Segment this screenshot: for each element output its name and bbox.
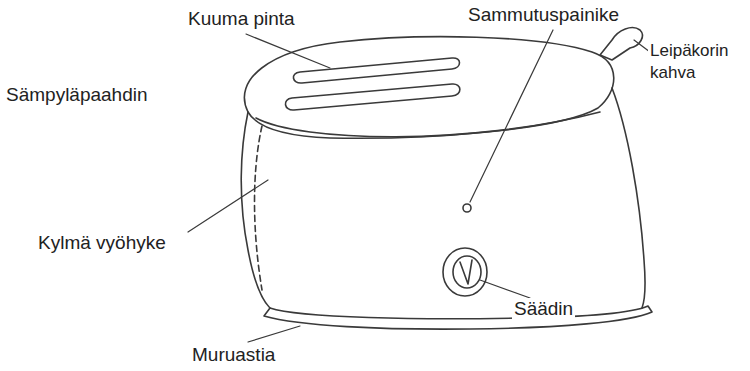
- part-label: Kuuma pinta: [186, 8, 297, 30]
- top-rim: [256, 112, 600, 137]
- part-label: Sammutuspainike: [466, 4, 621, 26]
- leader-line: [248, 326, 300, 342]
- bread-slot: [285, 84, 459, 110]
- cold-zone-seam: [255, 126, 263, 290]
- housing: [241, 112, 270, 308]
- part-label: Säädin: [512, 298, 575, 320]
- leader-line: [246, 34, 330, 68]
- lever: [600, 28, 642, 60]
- cancel-button: [463, 204, 471, 212]
- dial-pointer: [460, 260, 472, 284]
- bread-slot: [293, 58, 459, 83]
- browning-dial: [453, 256, 481, 288]
- title-label: Sämpyläpaahdin: [4, 84, 150, 106]
- top-surface: [244, 37, 613, 139]
- leader-line: [188, 180, 268, 232]
- part-label: Leipäkorin kahva: [648, 40, 746, 84]
- browning-dial: [443, 248, 487, 296]
- leader-line: [480, 280, 530, 298]
- part-label: Kylmä vyöhyke: [36, 232, 168, 254]
- leader-line: [470, 30, 553, 202]
- crumb-tray: [264, 306, 652, 329]
- housing-right: [612, 88, 645, 308]
- part-label: Muruastia: [190, 344, 277, 366]
